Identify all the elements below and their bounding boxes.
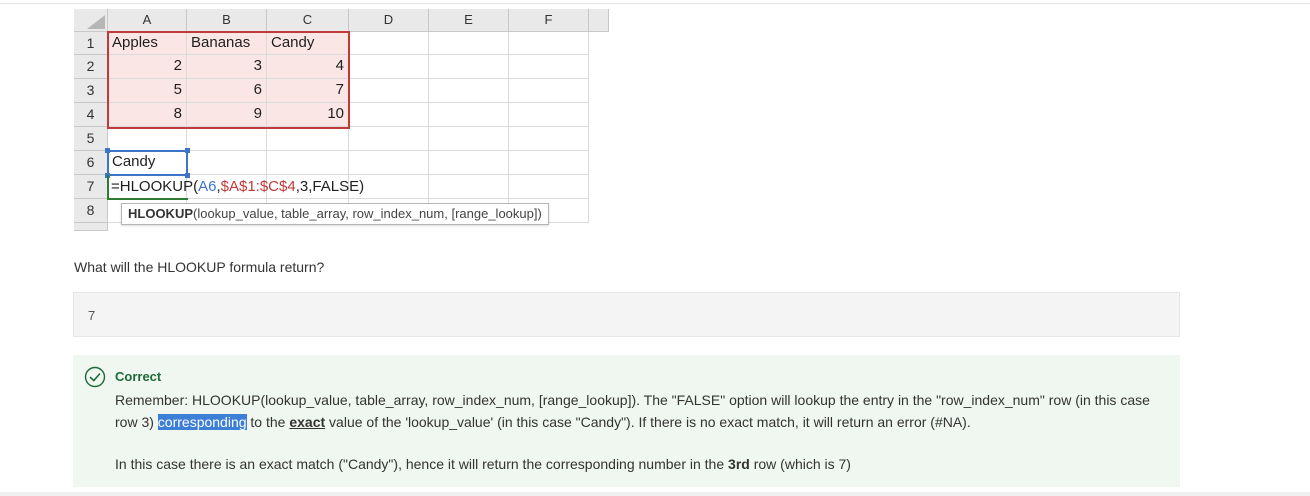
question-text: What will the HLOOKUP formula return? bbox=[74, 259, 325, 275]
formula-sep: , bbox=[216, 178, 221, 195]
cell-d3[interactable] bbox=[349, 79, 429, 103]
cell-b6[interactable] bbox=[187, 151, 267, 175]
cell-b1[interactable]: Bananas bbox=[187, 32, 267, 55]
check-circle-icon bbox=[84, 366, 106, 388]
cell-b5[interactable] bbox=[187, 127, 267, 151]
cell-a1[interactable]: Apples bbox=[108, 32, 187, 55]
cell-c4[interactable]: 10 bbox=[267, 103, 349, 127]
cell-d5[interactable] bbox=[349, 127, 429, 151]
cell-e4[interactable] bbox=[429, 103, 509, 127]
cell-e5[interactable] bbox=[429, 127, 509, 151]
cell-b4[interactable]: 9 bbox=[187, 103, 267, 127]
cell-a2[interactable]: 2 bbox=[108, 55, 187, 79]
tooltip-arguments: (lookup_value, table_array, row_index_nu… bbox=[193, 206, 542, 221]
cell-e6[interactable] bbox=[429, 151, 509, 175]
feedback-p2-bold: 3rd bbox=[728, 456, 750, 472]
cell-f6[interactable] bbox=[509, 151, 589, 175]
lookup-handle-tr[interactable] bbox=[185, 148, 190, 153]
cell-d7[interactable] bbox=[349, 175, 429, 199]
row-header-8[interactable]: 8 bbox=[74, 199, 108, 223]
cell-c3[interactable]: 7 bbox=[267, 79, 349, 103]
select-all-triangle-icon bbox=[87, 15, 105, 29]
row-header-1[interactable]: 1 bbox=[74, 32, 108, 55]
cell-e2[interactable] bbox=[429, 55, 509, 79]
feedback-panel: Correct Remember: HLOOKUP(lookup_value, … bbox=[73, 355, 1180, 487]
select-all-corner[interactable] bbox=[74, 9, 108, 32]
row-header-7[interactable]: 7 bbox=[74, 175, 108, 199]
answer-value: 7 bbox=[88, 308, 96, 323]
cell-d4[interactable] bbox=[349, 103, 429, 127]
cell-f4[interactable] bbox=[509, 103, 589, 127]
row-header-2[interactable]: 2 bbox=[74, 55, 108, 79]
cell-e3[interactable] bbox=[429, 79, 509, 103]
selected-word[interactable]: corresponding bbox=[157, 414, 247, 430]
cell-d2[interactable] bbox=[349, 55, 429, 79]
column-header-d[interactable]: D bbox=[349, 9, 429, 32]
column-header-e[interactable]: E bbox=[429, 9, 509, 32]
cell-c1[interactable]: Candy bbox=[267, 32, 349, 55]
answer-field[interactable]: 7 bbox=[73, 292, 1180, 337]
column-header-f[interactable]: F bbox=[509, 9, 589, 32]
feedback-p2-a: In this case there is an exact match ("C… bbox=[115, 456, 729, 472]
cell-d1[interactable] bbox=[349, 32, 429, 55]
cell-f5[interactable] bbox=[509, 127, 589, 151]
cell-c6[interactable] bbox=[267, 151, 349, 175]
cell-f3[interactable] bbox=[509, 79, 589, 103]
column-header-g-partial[interactable] bbox=[589, 9, 609, 32]
column-header-b[interactable]: B bbox=[187, 9, 267, 32]
cell-a3[interactable]: 5 bbox=[108, 79, 187, 103]
spreadsheet[interactable]: A B C D E F 1 2 3 4 5 6 7 8 Apples Banan… bbox=[74, 9, 609, 231]
function-tooltip: HLOOKUP(lookup_value, table_array, row_i… bbox=[121, 203, 549, 225]
feedback-exact: exact bbox=[289, 414, 326, 430]
lookup-handle-tl[interactable] bbox=[105, 148, 110, 153]
cell-c2[interactable]: 4 bbox=[267, 55, 349, 79]
cell-b3[interactable]: 6 bbox=[187, 79, 267, 103]
cell-b7[interactable] bbox=[187, 175, 267, 199]
cell-f8[interactable] bbox=[509, 199, 589, 223]
row-header-9-partial[interactable] bbox=[74, 223, 108, 231]
row-header-5[interactable]: 5 bbox=[74, 127, 108, 151]
feedback-status: Correct bbox=[115, 369, 162, 384]
formula-suffix: ,3,FALSE) bbox=[295, 178, 365, 195]
formula-ref-lookup: A6 bbox=[198, 178, 217, 195]
bottom-divider bbox=[0, 492, 1310, 496]
cell-e7[interactable] bbox=[429, 175, 509, 199]
feedback-conclusion: In this case there is an exact match ("C… bbox=[115, 453, 1175, 475]
row-header-3[interactable]: 3 bbox=[74, 79, 108, 103]
cell-f7[interactable] bbox=[509, 175, 589, 199]
top-divider bbox=[0, 3, 1310, 4]
cell-a4[interactable]: 8 bbox=[108, 103, 187, 127]
lookup-handle-br[interactable] bbox=[185, 173, 190, 178]
cell-e1[interactable] bbox=[429, 32, 509, 55]
column-header-c[interactable]: C bbox=[267, 9, 349, 32]
feedback-p1-a: Remember: HLOOKUP(lookup_value, table_ar… bbox=[115, 392, 1150, 430]
cell-f1[interactable] bbox=[509, 32, 589, 55]
formula-text[interactable]: =HLOOKUP(A6,$A$1:$C$4,3,FALSE) bbox=[111, 176, 364, 198]
row-header-4[interactable]: 4 bbox=[74, 103, 108, 127]
cell-a6[interactable]: Candy bbox=[108, 151, 187, 175]
column-header-a[interactable]: A bbox=[108, 9, 187, 32]
formula-ref-table: $A$1:$C$4 bbox=[220, 178, 296, 195]
cell-a5[interactable] bbox=[108, 127, 187, 151]
lookup-handle-bl[interactable] bbox=[105, 173, 110, 178]
cell-f2[interactable] bbox=[509, 55, 589, 79]
feedback-explanation: Remember: HLOOKUP(lookup_value, table_ar… bbox=[115, 389, 1175, 433]
row-header-6[interactable]: 6 bbox=[74, 151, 108, 175]
feedback-p1-b: to the bbox=[246, 414, 290, 430]
feedback-p2-b: row (which is 7) bbox=[749, 456, 851, 472]
tooltip-function-name: HLOOKUP bbox=[128, 206, 193, 221]
formula-prefix: =HLOOKUP( bbox=[111, 178, 199, 195]
cell-b2[interactable]: 3 bbox=[187, 55, 267, 79]
cell-c7[interactable] bbox=[267, 175, 349, 199]
feedback-p1-c: value of the 'lookup_value' (in this cas… bbox=[325, 414, 971, 430]
cell-c5[interactable] bbox=[267, 127, 349, 151]
cell-d6[interactable] bbox=[349, 151, 429, 175]
